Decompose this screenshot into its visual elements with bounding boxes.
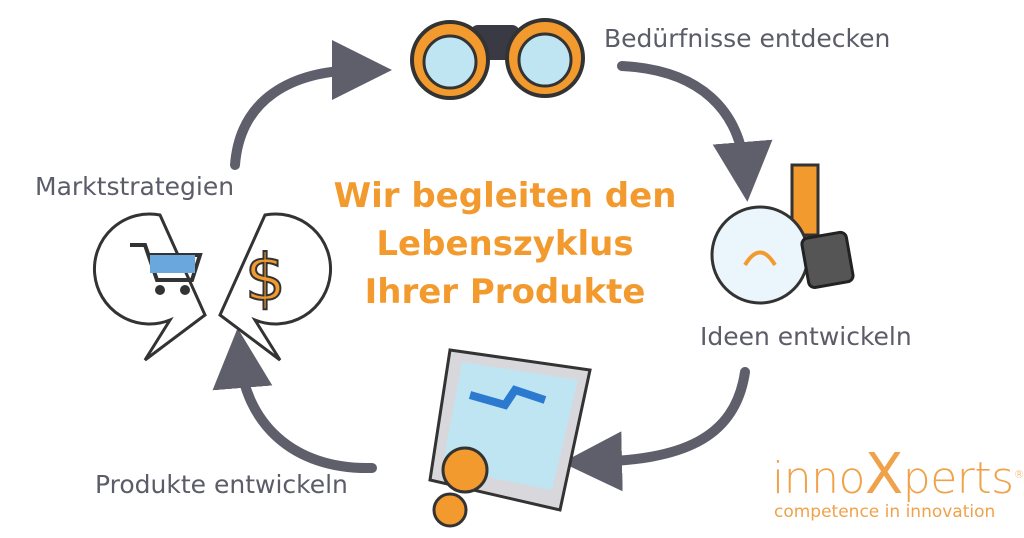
- logo-part: perts: [902, 453, 1014, 504]
- arrow-discover-to-ideas: [617, 61, 773, 202]
- center-title: Wir begleiten den Lebenszyklus Ihrer Pro…: [300, 172, 710, 316]
- innoxperts-logo: innoXperts® competence in innovation: [772, 447, 1024, 523]
- registered-mark: ®: [1013, 468, 1024, 481]
- dollar-icon: $: [245, 242, 286, 316]
- title-line: Wir begleiten den: [333, 176, 677, 216]
- title-line: Ihrer Produkte: [364, 272, 646, 312]
- stage-label-discover: Bedürfnisse entdecken: [604, 24, 891, 53]
- speech-bubbles-icon: $: [92, 212, 333, 362]
- logo-part: inno: [772, 453, 865, 504]
- gear-icon: [441, 446, 489, 494]
- stage-label-market: Marktstrategien: [35, 172, 235, 201]
- binoculars-icon: [410, 18, 585, 100]
- gear-icon: [432, 492, 468, 528]
- logo-wordmark: innoXperts®: [772, 447, 1024, 504]
- cycle-arrows: [212, 40, 773, 492]
- arrow-products-to-market: [212, 328, 377, 474]
- title-line: Lebenszyklus: [376, 224, 634, 264]
- smartphone-chart-icon: [428, 348, 592, 528]
- stage-label-ideas: Ideen entwickeln: [700, 322, 912, 351]
- arrow-market-to-discover: [230, 40, 392, 170]
- lightbulb-icon: [710, 163, 855, 305]
- logo-part: X: [864, 442, 903, 507]
- stage-label-products: Produkte entwickeln: [95, 470, 348, 499]
- arrow-ideas-to-products: [562, 367, 750, 492]
- logo-tagline: competence in innovation: [774, 502, 996, 522]
